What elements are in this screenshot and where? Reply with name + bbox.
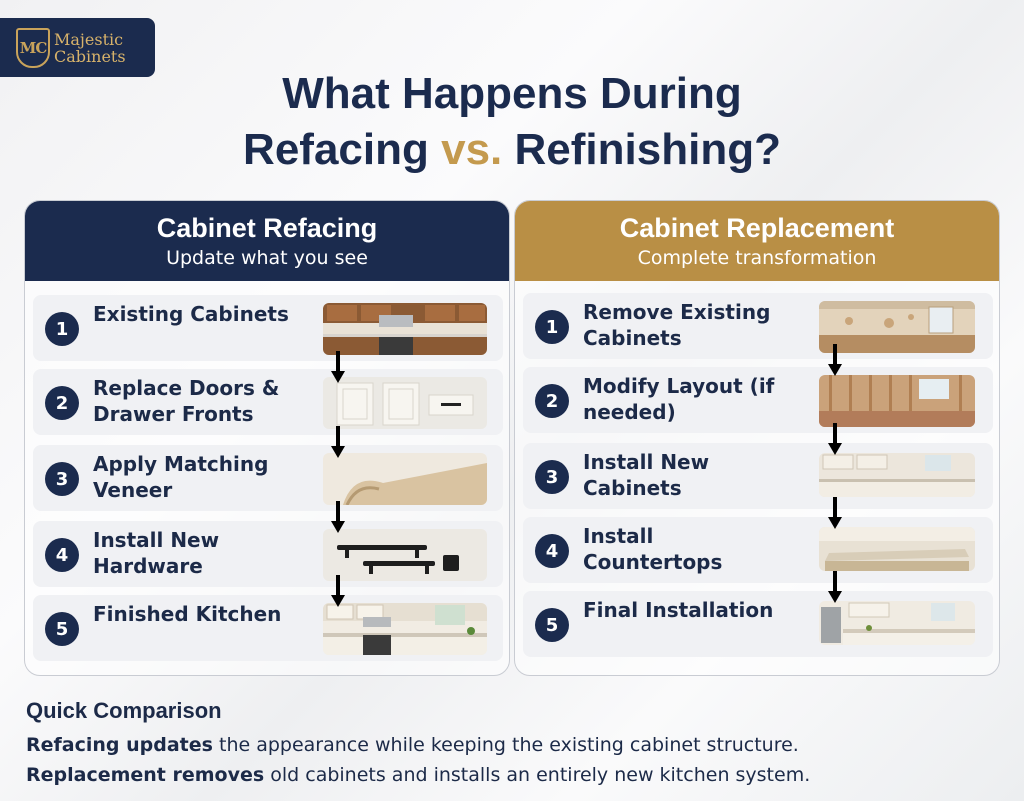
step-row: 2 Replace Doors & Drawer Fronts: [33, 369, 503, 435]
new-cabinets-photo: [819, 453, 975, 497]
veneer-photo: [323, 453, 487, 505]
step-number: 4: [45, 538, 79, 572]
replacement-header: Cabinet Replacement Complete transformat…: [515, 201, 999, 281]
step-label: Finished Kitchen: [93, 602, 282, 626]
panel-subheading: Complete transformation: [637, 247, 877, 269]
arrow-down-icon: [331, 426, 345, 460]
comparison-line-replacement: Replacement removes old cabinets and ins…: [26, 764, 811, 786]
finished-kitchen-photo: [323, 603, 487, 655]
step-row: 3 Apply Matching Veneer: [33, 445, 503, 511]
countertops-photo: [819, 527, 975, 571]
step-label: Install Countertops: [583, 524, 723, 574]
arrow-down-icon: [331, 501, 345, 535]
step-label: Install New Cabinets: [583, 450, 710, 500]
step-row: 5 Finished Kitchen: [33, 595, 503, 661]
arrow-down-icon: [331, 575, 345, 609]
arrow-down-icon: [828, 344, 842, 378]
step-number: 3: [535, 460, 569, 494]
hardware-photo: [323, 529, 487, 581]
step-label: Apply Matching Veneer: [93, 452, 269, 502]
step-label: Replace Doors & Drawer Fronts: [93, 376, 280, 426]
framing-photo: [819, 375, 975, 427]
step-number: 1: [45, 312, 79, 346]
step-number: 5: [45, 612, 79, 646]
step-row: 2 Modify Layout (if needed): [523, 367, 993, 433]
arrow-down-icon: [331, 351, 345, 385]
refacing-panel: Cabinet Refacing Update what you see 1 E…: [24, 200, 510, 676]
step-label: Remove Existing Cabinets: [583, 300, 771, 350]
step-label: Install New Hardware: [93, 528, 220, 578]
step-row: 4 Install New Hardware: [33, 521, 503, 587]
step-label: Modify Layout (if needed): [583, 374, 775, 424]
arrow-down-icon: [828, 423, 842, 457]
step-label: Existing Cabinets: [93, 302, 289, 326]
replacement-panel: Cabinet Replacement Complete transformat…: [514, 200, 1000, 676]
final-kitchen-photo: [819, 601, 975, 645]
demolition-photo: [819, 301, 975, 353]
panel-heading: Cabinet Refacing: [156, 213, 378, 243]
shield-icon: MC: [16, 27, 50, 68]
step-number: 3: [45, 462, 79, 496]
panel-subheading: Update what you see: [166, 247, 368, 269]
refacing-header: Cabinet Refacing Update what you see: [25, 201, 509, 281]
step-label: Final Installation: [583, 598, 774, 622]
existing-cabinets-photo: [323, 303, 487, 355]
step-row: 1 Existing Cabinets: [33, 295, 503, 361]
arrow-down-icon: [828, 571, 842, 605]
step-row: 5 Final Installation: [523, 591, 993, 657]
step-row: 1 Remove Existing Cabinets: [523, 293, 993, 359]
step-number: 2: [535, 384, 569, 418]
arrow-down-icon: [828, 497, 842, 531]
page-title: What Happens During Refacing vs. Refinis…: [243, 69, 781, 174]
step-row: 3 Install New Cabinets: [523, 443, 993, 509]
comparison-heading: Quick Comparison: [26, 698, 222, 723]
panel-heading: Cabinet Replacement: [619, 213, 895, 243]
step-number: 2: [45, 386, 79, 420]
step-number: 1: [535, 310, 569, 344]
doors-photo: [323, 377, 487, 429]
comparison-line-refacing: Refacing updates the appearance while ke…: [26, 734, 799, 756]
step-number: 4: [535, 534, 569, 568]
step-row: 4 Install Countertops: [523, 517, 993, 583]
step-number: 5: [535, 608, 569, 642]
